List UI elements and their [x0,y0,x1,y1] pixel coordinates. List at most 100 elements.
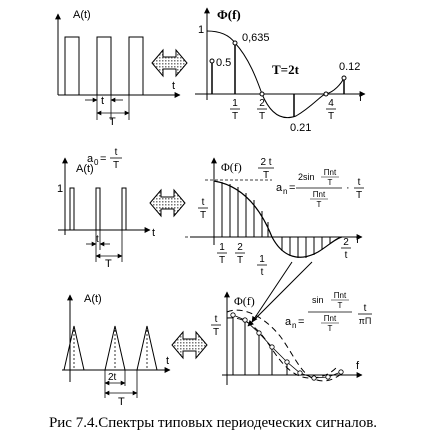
spectral-point [325,374,331,380]
time-y-label: A(t) [76,163,94,175]
an-den: Πnt [313,190,326,199]
triangle-pulse-train [63,325,158,371]
tick-numerator: 1 [232,98,238,109]
spectral-lines [221,182,331,258]
narrow-pulse-train [69,187,127,230]
freq-tick-2: 2 T [257,98,267,122]
time-y-label: A(t) [73,9,91,21]
a0-equals: = [100,153,106,165]
amplitude-label: 1 [57,183,63,195]
value-012: 0.12 [339,61,360,73]
time-x-label: t [152,227,155,239]
an-formula-2: a n = 2sin Πnt T Πnt T · t T [276,168,364,209]
left-numerator: t [202,197,205,208]
left-level-label: t T [211,314,221,338]
a0-symbol: a [87,153,94,165]
tick-denominator: T [232,111,238,122]
an-rhs-num: t [364,303,367,314]
panel-2: A(t) t 1 t T a 0 = t T Φ(f) [57,147,364,278]
an-rhs-den: T [356,190,362,201]
spectrum-plot-2: Φ(f) f 2 t [185,157,364,278]
envelope-dashed-2 [226,317,337,379]
an-num-frac-num: Πnt [334,291,347,300]
spectrum-x-label: f [359,92,363,104]
tick-numerator: 1 [259,254,265,265]
spectral-points [230,312,344,381]
left-denominator: T [200,210,206,221]
rect-pulse-train [64,36,144,95]
time-x-label: t [166,355,169,367]
period-label: T [109,116,116,128]
spectrum-y-label: Φ(f) [234,294,255,308]
top-numerator: 2 t [260,157,271,168]
double-arrow-3 [171,330,208,360]
panel-3: A(t) t 2t T Φ(f) f [62,291,372,408]
tick-denominator: t [345,250,348,261]
left-level-label: t T [198,197,208,221]
an-num-frac-num: Πnt [324,168,337,177]
tau-label: t [101,95,104,107]
an-num-func: sin [312,295,324,305]
tick-numerator: 2 [343,237,349,248]
top-denominator: T [263,170,269,181]
a0-subscript: 0 [94,158,99,167]
period-label: T [118,396,125,408]
spectral-point-0 [209,58,215,64]
spectral-point [256,330,262,336]
time-y-label: A(t) [84,293,102,305]
tick-numerator: 2 [237,242,243,253]
freq-tick-2-over-t: 2 t [341,237,351,261]
left-denominator: T [213,327,219,338]
spectrum-y-label: Φ(f) [217,7,241,22]
time-plot-2: A(t) t 1 t T a 0 = t T [57,147,155,270]
connector-arrow-2 [247,261,313,327]
an-equals: = [298,316,304,328]
an-den-den: T [328,324,333,333]
value-half: 0.5 [216,57,231,69]
tick-denominator: T [219,255,225,266]
a0-numerator: t [115,147,118,158]
value-0635: 0,635 [242,32,270,44]
top-level-label: 2 t T [258,157,274,181]
spectral-point [284,359,290,365]
tick-denominator: T [259,111,265,122]
a0-denominator: T [113,160,119,171]
spectral-point [242,317,248,323]
spectrum-x-label: f [356,360,360,372]
spectral-point-1 [232,40,238,46]
time-plot-1: A(t) t t T [55,9,181,128]
an-formula-3: a n = sin Πnt T Πnt T t πΠ [285,291,372,333]
freq-tick-2: 2 T [235,242,245,266]
spectral-point-5 [341,75,347,81]
period-relation: T=2t [272,62,300,77]
an-rhs-den: πΠ [359,316,372,326]
freq-tick-4: 4 T [326,98,336,122]
tau-label: 2t [108,372,117,383]
an-symbol: a [276,182,283,194]
spectral-point [297,370,303,376]
left-numerator: t [215,314,218,325]
tick-denominator: t [261,267,264,278]
an-den-den: T [317,200,322,209]
spectrum-x-label: f [356,234,360,246]
an-equals: = [289,182,295,194]
an-dot: · [346,182,350,194]
an-symbol: a [285,316,292,328]
freq-tick-1: 1 T [230,98,240,122]
spectral-point-4 [323,91,329,97]
an-subscript: n [283,187,287,196]
time-plot-3: A(t) t 2t T [62,293,171,408]
spectrum-y-label: Φ(f) [221,160,242,174]
an-num-func: 2sin [298,172,315,182]
tick-numerator: 2 [259,98,265,109]
double-arrow-2 [149,188,186,218]
an-den: Πnt [324,314,337,323]
panel-1: A(t) t t T Φ(f) f [55,7,366,134]
value-021: 0.21 [290,122,311,134]
an-num-frac-den: T [338,301,343,310]
an-subscript: n [292,321,296,330]
dc-coefficient: a 0 = t T [87,147,122,171]
envelope-dashed-1 [226,309,345,382]
freq-tick-1-over-t: 1 t [257,254,267,278]
spectrum-plot-3: Φ(f) f [211,291,372,385]
